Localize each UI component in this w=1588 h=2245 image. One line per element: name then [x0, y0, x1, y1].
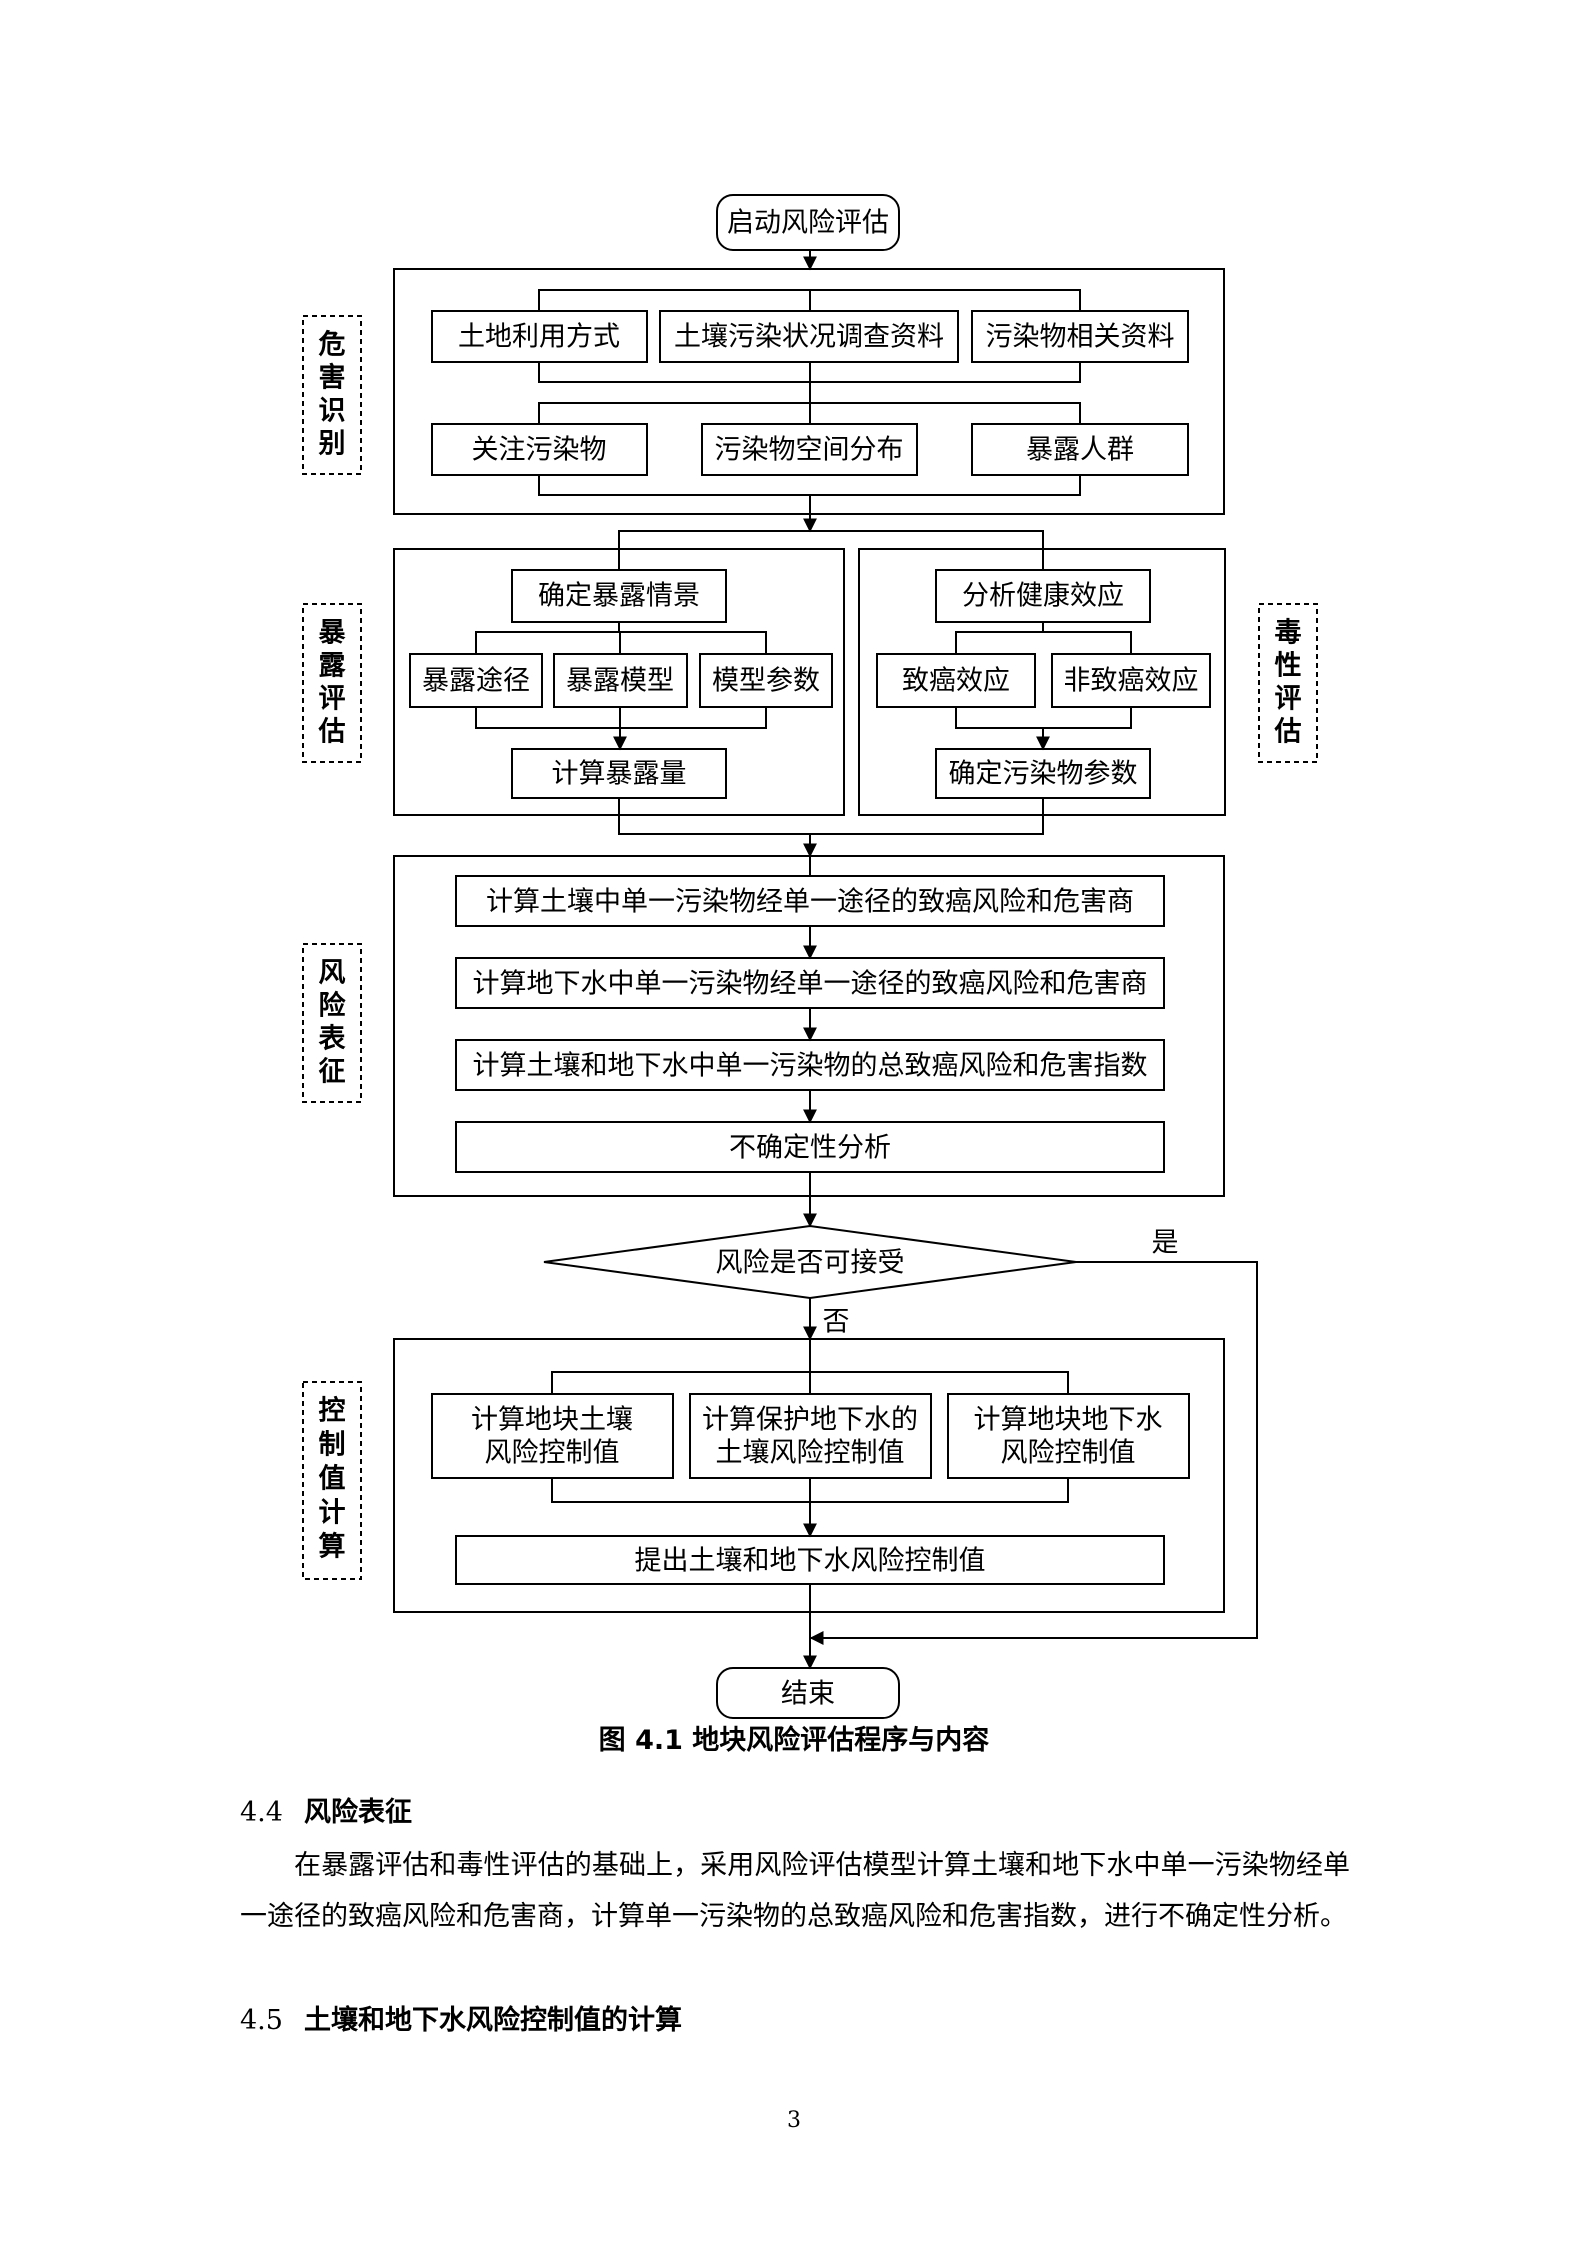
- side-label-risk-4: 征: [319, 1057, 346, 1088]
- control-result-text: 提出土壤和地下水风险控制值: [635, 1546, 986, 1577]
- side-label-risk-1: 风: [319, 958, 346, 989]
- side-label-exposure-1: 暴: [319, 618, 346, 649]
- side-label-hazard-3: 识: [319, 396, 346, 427]
- side-label-control-5: 算: [319, 1531, 346, 1563]
- toxicity-effect-text: 分析健康效应: [962, 581, 1124, 612]
- exposure-item-text-1: 暴露途径: [422, 666, 530, 697]
- section-4-4-title: 风险表征: [304, 1797, 412, 1828]
- hazard-row1-text-2: 土壤污染状况调查资料: [674, 322, 944, 353]
- side-label-risk-2: 险: [319, 990, 347, 1022]
- risk-assessment-flowchart: 启动风险评估 土地利用方式 土壤污染状况调查资料 污染物相关资料 关注污染物 污…: [302, 194, 1318, 1719]
- side-label-box-risk: [302, 943, 362, 1103]
- control-item-text-3a: 计算地块地下水: [974, 1405, 1163, 1436]
- side-label-control-4: 计: [319, 1498, 346, 1529]
- exposure-result-text: 计算暴露量: [552, 759, 687, 790]
- exposure-scenario-text: 确定暴露情景: [538, 581, 700, 612]
- toxicity-result-text: 确定污染物参数: [949, 759, 1138, 790]
- side-label-box-exposure: [302, 603, 362, 763]
- section-4-4-heading: 4.4 风险表征: [240, 1790, 412, 1829]
- section-4-5-number: 4.5: [240, 2005, 283, 2036]
- section-4-5-title: 土壤和地下水风险控制值的计算: [304, 2005, 682, 2036]
- side-label-box-toxicity: [1258, 603, 1318, 763]
- risk-step-text-3: 计算土壤和地下水中单一污染物的总致癌风险和危害指数: [473, 1051, 1148, 1082]
- side-label-hazard-4: 别: [319, 429, 346, 460]
- risk-step-text-4: 不确定性分析: [729, 1133, 891, 1164]
- control-item-text-2a: 计算保护地下水的: [702, 1405, 918, 1436]
- side-label-control-1: 控: [319, 1396, 346, 1427]
- toxicity-item-text-1: 致癌效应: [902, 666, 1010, 697]
- decision-yes-label: 是: [1152, 1228, 1179, 1259]
- side-label-risk-3: 表: [319, 1024, 346, 1055]
- control-item-text-1a: 计算地块土壤: [471, 1405, 633, 1436]
- figure-caption: 图 4.1 地块风险评估程序与内容: [598, 1725, 990, 1756]
- side-label-box-control: [302, 1381, 362, 1580]
- control-item-text-3b: 风险控制值: [1001, 1438, 1136, 1469]
- page-number: 3: [787, 2108, 801, 2133]
- side-label-exposure-4: 估: [318, 717, 346, 748]
- hazard-row2-text-2: 污染物空间分布: [715, 435, 904, 466]
- side-label-toxicity-1: 毒: [1275, 618, 1302, 649]
- side-label-hazard-1: 危: [319, 329, 346, 361]
- start-box: [716, 194, 900, 251]
- side-label-toxicity-4: 估: [1274, 717, 1302, 748]
- side-label-exposure-3: 评: [319, 684, 346, 715]
- end-text: 结束: [781, 1679, 835, 1710]
- side-label-control-3: 值: [319, 1464, 346, 1495]
- exposure-item-text-2: 暴露模型: [566, 666, 674, 697]
- section-4-4-number: 4.4: [240, 1797, 283, 1828]
- side-label-hazard-2: 害: [319, 362, 346, 394]
- hazard-row2-text-1: 关注污染物: [472, 435, 607, 466]
- toxicity-item-text-2: 非致癌效应: [1064, 666, 1199, 697]
- hazard-row1-text-1: 土地利用方式: [458, 322, 620, 353]
- risk-step-text-1: 计算土壤中单一污染物经单一途径的致癌风险和危害商: [486, 887, 1134, 918]
- decision-no-label: 否: [823, 1307, 850, 1338]
- side-label-box-hazard: [302, 315, 362, 475]
- side-label-exposure-2: 露: [319, 651, 347, 682]
- hazard-row1-text-3: 污染物相关资料: [986, 322, 1175, 353]
- side-label-toxicity-3: 评: [1275, 684, 1302, 715]
- control-item-text-1b: 风险控制值: [485, 1438, 620, 1469]
- control-item-text-2b: 土壤风险控制值: [716, 1438, 905, 1469]
- side-label-control-2: 制: [319, 1430, 346, 1461]
- decision-question-text: 风险是否可接受: [716, 1248, 905, 1279]
- section-4-5-heading: 4.5 土壤和地下水风险控制值的计算: [240, 1998, 682, 2037]
- side-label-toxicity-2: 性: [1275, 651, 1302, 682]
- body-paragraph: 在暴露评估和毒性评估的基础上，采用风险评估模型计算土壤和地下水中单一污染物经单一…: [240, 1850, 1350, 1932]
- hazard-row2-text-3: 暴露人群: [1026, 435, 1134, 466]
- start-text: 启动风险评估: [727, 208, 889, 239]
- exposure-item-text-3: 模型参数: [712, 666, 820, 697]
- risk-step-text-2: 计算地下水中单一污染物经单一途径的致癌风险和危害商: [473, 969, 1148, 1000]
